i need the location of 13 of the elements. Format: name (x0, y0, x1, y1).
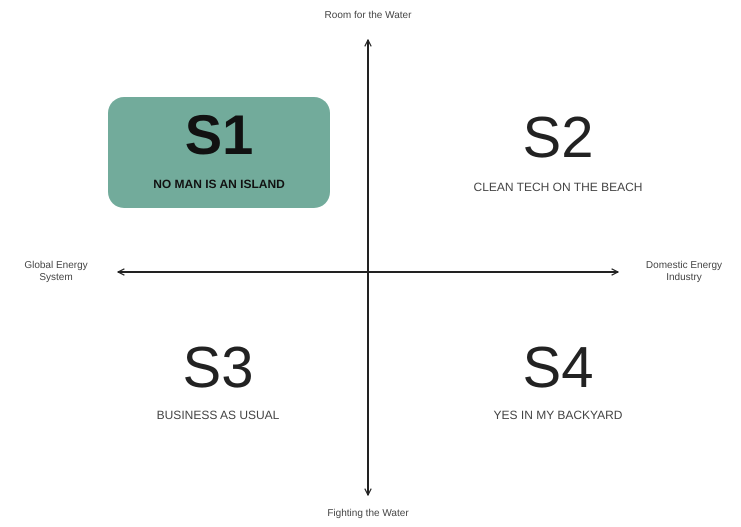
scenario-code: S2 (522, 108, 594, 168)
scenario-title: CLEAN TECH ON THE BEACH (474, 180, 642, 194)
scenario-code: S4 (522, 338, 594, 398)
axis-label: Fighting the Water (327, 508, 409, 520)
scenario-code: S1 (184, 105, 254, 165)
scenario-title: YES IN MY BACKYARD (494, 408, 622, 422)
scenario-title: NO MAN IS AN ISLAND (152, 177, 286, 191)
scenario-code: S3 (182, 338, 254, 398)
axis-label: Room for the Water (324, 10, 412, 22)
axis-label: Global Energy System (23, 260, 89, 284)
scenario-title: BUSINESS AS USUAL (156, 408, 280, 422)
axis-label: Domestic Energy Industry (644, 260, 724, 284)
scenario-card (108, 97, 330, 208)
